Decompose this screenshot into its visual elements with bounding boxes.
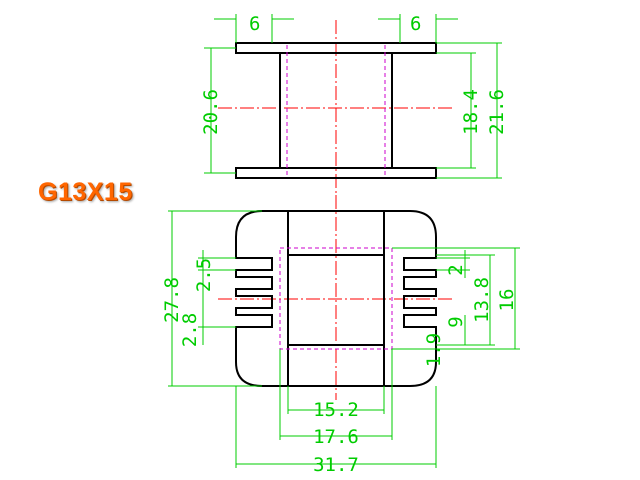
dim-outer-height: 16 <box>496 289 518 312</box>
dim-width-mid: 17.6 <box>313 426 359 448</box>
top-view: 6 6 20.6 18.4 21.6 <box>200 13 508 200</box>
dim-overall-height: 20.6 <box>200 89 222 135</box>
center-window <box>287 254 385 346</box>
dim-flange-right: 6 <box>410 13 421 35</box>
dim-offset: 1.9 <box>423 333 445 367</box>
dim-inner-height: 18.4 <box>460 89 482 135</box>
front-view: 27.8 2.5 2.8 2 9 13.8 16 1.9 15.2 17.6 3… <box>161 195 520 476</box>
dim-pitch-upper: 2.5 <box>193 258 215 292</box>
dim-window-height: 13.8 <box>471 277 493 323</box>
bobbin-outline <box>235 210 437 387</box>
dim-flange-left: 6 <box>249 13 260 35</box>
dim-slot-pitch: 2 <box>445 264 467 275</box>
dim-width-inner: 15.2 <box>313 399 359 421</box>
dim-outer-height: 21.6 <box>486 89 508 135</box>
dim-height-total: 27.8 <box>161 277 183 323</box>
dim-width-total: 31.7 <box>313 454 359 476</box>
dim-pitch-lower: 2.8 <box>179 313 201 347</box>
dim-slot-count: 9 <box>445 316 467 327</box>
hidden-outline <box>279 247 393 350</box>
part-label: G13X15 <box>38 178 133 206</box>
